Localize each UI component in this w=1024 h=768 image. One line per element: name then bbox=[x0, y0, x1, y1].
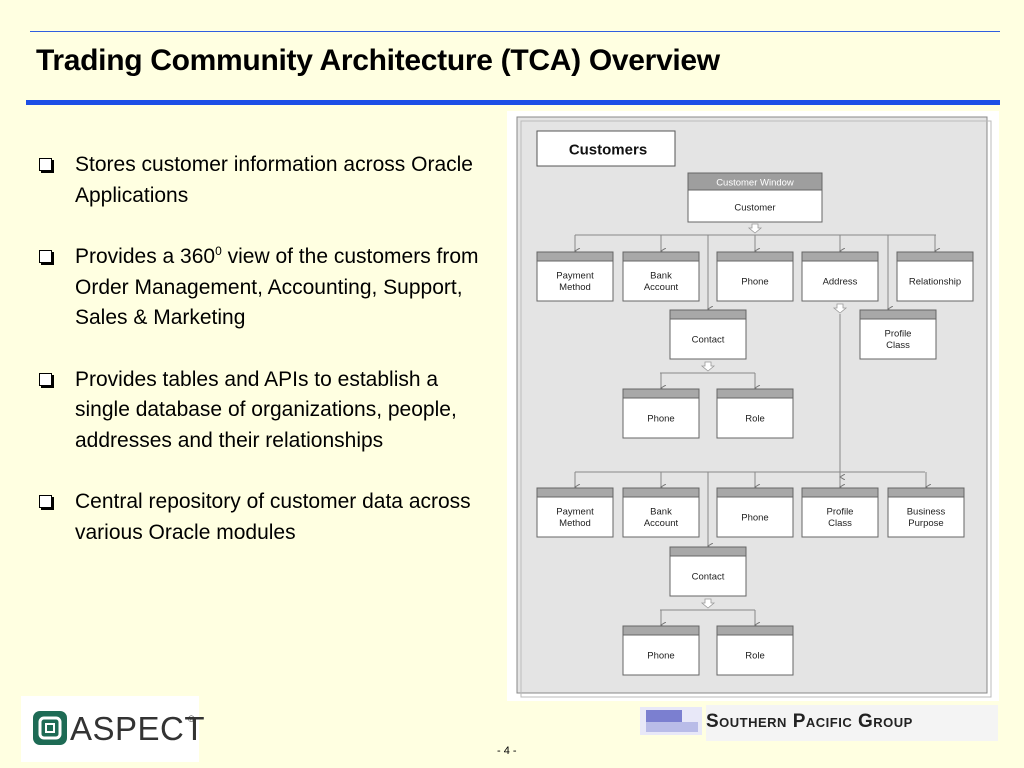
flow-arrow-icon bbox=[700, 361, 716, 372]
spg-logo-text: Southern Pacific Group bbox=[706, 711, 913, 732]
bullet-text: Stores customer information across Oracl… bbox=[75, 153, 473, 207]
aspect-logo-text: ASPECT bbox=[70, 710, 206, 747]
bullet-item: Stores customer information across Oracl… bbox=[38, 150, 498, 211]
bullet-text-before: Provides a 360 bbox=[75, 245, 216, 268]
aspect-registered-mark: ® bbox=[188, 714, 195, 724]
bullet-superscript: 0 bbox=[215, 244, 222, 258]
row2-node: Phone bbox=[716, 487, 794, 538]
contact2-node: Contact bbox=[669, 546, 747, 597]
contact2-child-node-label: Phone bbox=[647, 650, 674, 661]
spg-logo bbox=[640, 705, 998, 741]
flow-arrow-icon bbox=[832, 303, 848, 314]
contact2-child-node-label: Role bbox=[745, 650, 765, 661]
aspect-logo-mark-icon bbox=[33, 711, 67, 745]
contact1-child-node: Role bbox=[716, 388, 794, 439]
row1-node: Address bbox=[801, 251, 879, 302]
customer-window-title: Customer Window bbox=[716, 177, 794, 188]
flow-arrow-icon bbox=[747, 223, 763, 234]
row1-node-label: Relationship bbox=[909, 276, 961, 287]
bullet-item: Provides a 3600 view of the customers fr… bbox=[38, 242, 498, 334]
diagram-heading-box: Customers bbox=[536, 130, 676, 167]
bullet-item: Provides tables and APIs to establish a … bbox=[38, 365, 498, 457]
page-number: - 4 - bbox=[497, 745, 517, 757]
bullet-text: Central repository of customer data acro… bbox=[75, 490, 471, 544]
row1-node-label: Phone bbox=[741, 276, 768, 287]
slide-title: Trading Community Architecture (TCA) Ove… bbox=[36, 44, 720, 77]
diagram-heading: Customers bbox=[569, 141, 647, 158]
row1-node-label: Address bbox=[823, 276, 858, 287]
checkbox-bullet-icon bbox=[39, 495, 52, 508]
aspect-logo bbox=[21, 696, 199, 762]
row1-node: Relationship bbox=[896, 251, 974, 302]
top-rule bbox=[30, 31, 1000, 32]
bullet-list: Stores customer information across Oracl… bbox=[38, 150, 498, 579]
checkbox-bullet-icon bbox=[39, 372, 52, 386]
contact2-child-node: Role bbox=[716, 625, 794, 676]
bullet-item: Central repository of customer data acro… bbox=[38, 487, 498, 548]
row2-node-label: Phone bbox=[741, 512, 768, 523]
bullet-text-after: view of the customers from Order Managem… bbox=[75, 245, 479, 329]
contact1-child-node-label: Phone bbox=[647, 413, 674, 424]
contact1-node-label: Contact bbox=[692, 334, 725, 345]
contact1-child-node: Phone bbox=[622, 388, 700, 439]
flow-arrow-icon bbox=[700, 598, 716, 609]
contact2-node-label: Contact bbox=[692, 571, 725, 582]
customer-node-label: Customer bbox=[734, 202, 775, 213]
row1-node: Phone bbox=[716, 251, 794, 302]
contact1-child-node-label: Role bbox=[745, 413, 765, 424]
checkbox-bullet-icon bbox=[39, 250, 52, 263]
spg-logo-mark-icon bbox=[640, 705, 998, 741]
bullet-text: Provides tables and APIs to establish a … bbox=[75, 367, 457, 452]
contact1-node: Contact bbox=[669, 309, 747, 360]
contact2-child-node: Phone bbox=[622, 625, 700, 676]
title-underline bbox=[26, 100, 1000, 105]
checkbox-bullet-icon bbox=[39, 158, 52, 171]
